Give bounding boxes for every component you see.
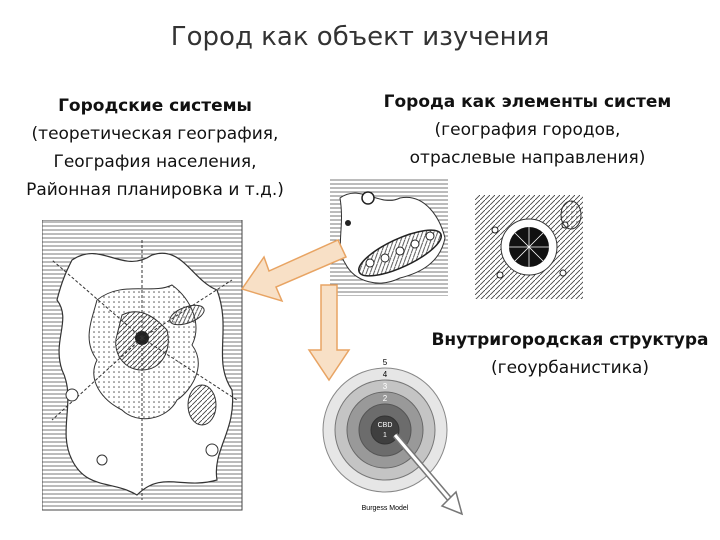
- zone-number-4: 4: [383, 370, 388, 379]
- burgess-center-label: CBD: [378, 422, 393, 429]
- urban-systems-block: Городские системы (теоретическая географ…: [0, 92, 310, 204]
- arrow-to-urban-systems: [240, 239, 348, 303]
- burgess-caption: Burgess Model: [362, 505, 409, 512]
- intra-urban-structure-heading: Внутригородская структура: [431, 330, 709, 350]
- intra-urban-structure-line: (геоурбанистика): [491, 358, 649, 378]
- urban-systems-heading: Городские системы: [58, 96, 252, 116]
- urban-systems-line-3: Районная планировка и т.д.): [26, 180, 284, 200]
- cities-as-elements-heading: Города как элементы систем: [383, 92, 672, 112]
- zone-number-5: 5: [383, 358, 388, 367]
- cities-as-elements-line-2: отраслевые направления): [409, 148, 646, 168]
- burgess-model-image: 5 4 3 2 CBD 1 Burgess Model: [322, 358, 448, 512]
- city-network-fragment-image: [330, 178, 448, 296]
- arrow-to-intra-urban-structure: [307, 284, 351, 382]
- burgess-diagonal-arrow: [392, 433, 464, 516]
- slide-title: Город как объект изучения: [170, 22, 550, 52]
- intra-urban-structure-block: Внутригородская структура (геоурбанистик…: [420, 326, 720, 382]
- urban-node-image: [475, 195, 583, 299]
- cities-as-elements-block: Города как элементы систем (география го…: [370, 88, 685, 172]
- regional-map-image: [42, 220, 243, 511]
- urban-systems-line-2: География населения,: [53, 152, 257, 172]
- zone-number-1: 1: [383, 432, 387, 439]
- urban-systems-line-1: (теоретическая география,: [31, 124, 279, 144]
- zone-number-3: 3: [383, 382, 388, 391]
- cities-as-elements-line-1: (география городов,: [434, 120, 621, 140]
- zone-number-2: 2: [383, 394, 388, 403]
